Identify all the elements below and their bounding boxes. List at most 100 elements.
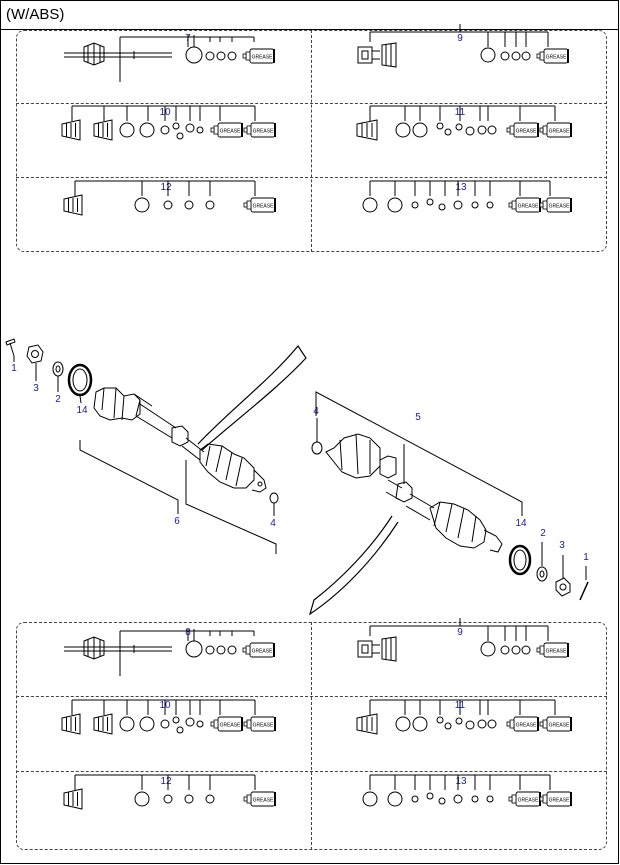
kit-part-mark-78	[356, 119, 378, 141]
kit-part-mark-162	[357, 640, 373, 658]
kit-part-mark-169	[521, 645, 531, 655]
kit-part-mark-86	[455, 123, 463, 131]
kit-part-mark-108	[205, 200, 215, 210]
kit-part-mark-197	[196, 720, 204, 728]
kit-part-mark-196	[185, 717, 195, 727]
kit-part-mark-199: GREASE	[220, 723, 242, 729]
kit-part-mark-30	[372, 50, 380, 60]
callout-left-1: 3	[33, 383, 39, 394]
kit-part-mark-127	[453, 200, 463, 210]
kit-part-mark-123	[387, 197, 403, 213]
kit-part-mark-244: GREASE	[253, 798, 275, 804]
kit-part-mark-267: GREASE	[549, 798, 571, 804]
kit-part-mark-193	[160, 719, 170, 729]
kit-part-mark-217	[412, 716, 428, 732]
kit-part-mark-59	[160, 125, 170, 135]
kit-part-mark-83	[412, 122, 428, 138]
kit-part-mark-124	[411, 201, 419, 209]
kit-part-mark-223	[487, 719, 497, 729]
kit-part-mark-137	[87, 637, 101, 659]
kit-part-mark-93: GREASE	[549, 129, 571, 135]
kit-part-mark-167	[500, 645, 510, 655]
kit-part-mark-67: GREASE	[253, 129, 275, 135]
right-driveshaft	[308, 391, 589, 616]
page-title: (W/ABS)	[6, 6, 65, 23]
kit-part-mark-34	[511, 51, 521, 61]
kit-part-mark-32	[480, 47, 496, 63]
kit-divider-row2-top	[16, 177, 607, 178]
kit-label-bottom-1: 9	[457, 627, 463, 638]
kit-part-mark-195	[176, 726, 184, 734]
kit-part-mark-58	[139, 122, 155, 138]
callout-left-4: 6	[174, 516, 180, 527]
kit-part-mark-220	[455, 717, 463, 725]
kit-part-mark-216	[395, 716, 411, 732]
kit-part-mark-35	[521, 51, 531, 61]
kit-label-top-4: 12	[160, 182, 172, 193]
kit-part-mark-101	[63, 194, 83, 216]
kit-part-mark-19: GREASE	[252, 55, 274, 61]
kit-part-mark-227: GREASE	[549, 723, 571, 729]
kit-part-mark-222	[477, 719, 487, 729]
kit-label-bottom-4: 12	[160, 776, 172, 787]
kit-part-mark-105	[134, 197, 150, 213]
kit-part-mark-89	[487, 125, 497, 135]
kit-label-top-5: 13	[455, 182, 467, 193]
kit-part-mark-183	[61, 713, 81, 735]
kit-part-mark-166	[480, 641, 496, 657]
kit-part-mark-187	[93, 713, 113, 735]
kit-part-mark-88	[477, 125, 487, 135]
callout-left-3: 14	[76, 405, 88, 416]
kit-divider-row2-bottom	[16, 771, 607, 772]
callout-right-1: 5	[415, 412, 421, 423]
header-rule	[0, 29, 619, 30]
kit-part-mark-225: GREASE	[516, 723, 538, 729]
kit-part-mark-192	[139, 716, 155, 732]
kit-part-mark-84	[436, 122, 444, 130]
kit-part-mark-60	[172, 122, 180, 130]
kit-part-mark-37: GREASE	[546, 55, 568, 61]
kit-part-mark-241	[184, 794, 194, 804]
kit-part-mark-62	[185, 123, 195, 133]
kit-part-mark-125	[426, 198, 434, 206]
kit-part-mark-29	[361, 50, 369, 60]
kit-part-mark-53	[93, 119, 113, 141]
kit-part-mark-260	[438, 797, 446, 805]
kit-divider-row1-bottom	[16, 696, 607, 697]
left-driveshaft	[5, 338, 307, 554]
kit-part-mark-13	[185, 46, 203, 64]
kit-divider-row1-top	[16, 103, 607, 104]
kit-part-mark-15	[216, 51, 226, 61]
kit-part-mark-258	[411, 795, 419, 803]
kit-part-mark-218	[436, 716, 444, 724]
kit-part-mark-49	[61, 119, 81, 141]
kit-part-mark-110: GREASE	[253, 204, 275, 210]
kit-part-mark-82	[395, 122, 411, 138]
kit-part-mark-128	[471, 201, 479, 209]
kit-part-mark-63	[196, 126, 204, 134]
kit-part-mark-31	[381, 42, 397, 68]
kit-part-mark-259	[426, 792, 434, 800]
kit-part-mark-221	[465, 720, 475, 730]
kit-part-mark-163	[361, 644, 369, 654]
kit-part-mark-149	[216, 645, 226, 655]
kit-part-mark-242	[205, 794, 215, 804]
callout-right-4: 3	[559, 540, 565, 551]
kit-part-mark-147	[185, 640, 203, 658]
kit-part-mark-212	[356, 713, 378, 735]
kit-part-mark-65: GREASE	[220, 129, 242, 135]
kit-part-mark-263	[486, 795, 494, 803]
kit-part-mark-129	[486, 201, 494, 209]
kit-part-mark-61	[176, 132, 184, 140]
kit-label-top-1: 9	[457, 33, 463, 44]
kit-part-mark-87	[465, 126, 475, 136]
kit-part-mark-122	[362, 197, 378, 213]
kit-part-mark-235	[63, 788, 83, 810]
kit-part-mark-164	[372, 644, 380, 654]
kit-part-mark-201: GREASE	[253, 723, 275, 729]
kit-part-mark-165	[381, 636, 397, 662]
kit-part-mark-257	[387, 791, 403, 807]
kit-part-mark-219	[444, 722, 452, 730]
